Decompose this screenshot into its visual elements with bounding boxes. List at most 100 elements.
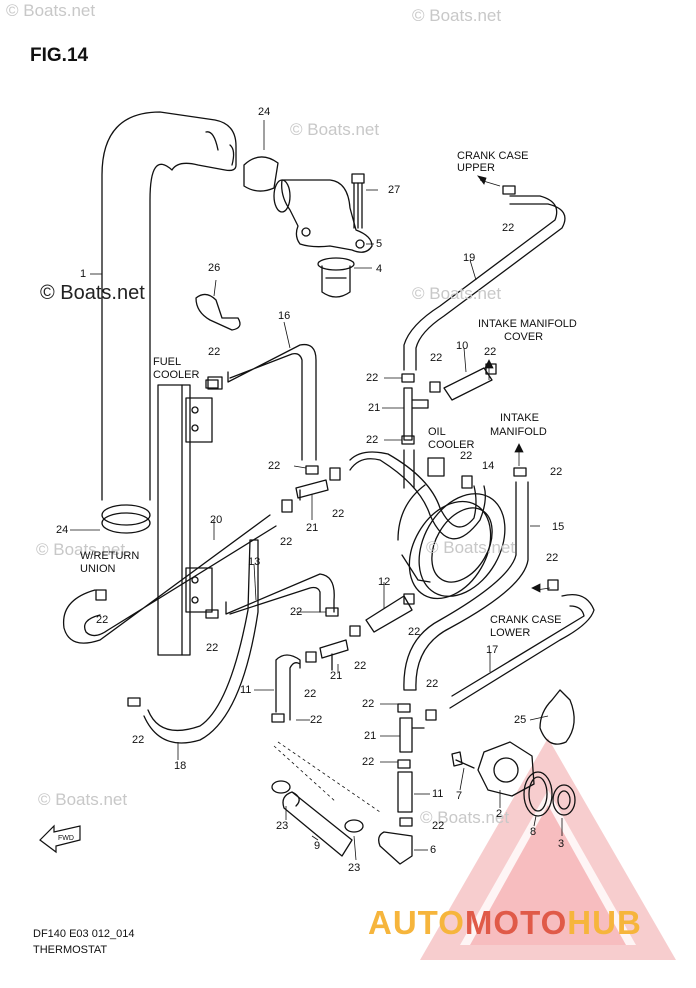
fitting-part-21-left: [295, 479, 329, 501]
hose-part-11-lower: [397, 771, 413, 813]
callout-16: 16: [278, 310, 291, 322]
thermostat-cover-part-5: [273, 179, 373, 253]
callout-7: 7: [456, 790, 463, 802]
clamp-24-upper: [243, 156, 279, 192]
hose-part-13: [225, 573, 335, 615]
hose-part-14: [349, 451, 486, 540]
callout-2: 2: [496, 808, 503, 820]
watermark-lower-right: © Boats.net: [426, 538, 516, 557]
label-w-return-union-1: W/RETURN: [80, 550, 140, 562]
callout-22-g: 22: [460, 450, 473, 462]
callout-23-right: 23: [348, 862, 361, 874]
watermark-upper-middle: © Boats.net: [290, 120, 380, 139]
hose-part-9: [282, 791, 353, 857]
watermark-bottom-left: © Boats.net: [38, 790, 128, 809]
leader-lines: [70, 120, 563, 861]
label-w-return-union-2: UNION: [80, 563, 116, 575]
callout-20: 20: [210, 514, 223, 526]
callout-22-m: 22: [96, 614, 109, 626]
callout-22-i: 22: [268, 460, 281, 472]
callout-26: 26: [208, 262, 221, 274]
callout-3: 3: [558, 838, 565, 850]
callout-22-h: 22: [550, 466, 563, 478]
oil-cooler-body: [397, 449, 506, 600]
fuel-cooler-body: [157, 376, 223, 656]
callout-23-left: 23: [276, 820, 289, 832]
hose-part-18: [143, 539, 259, 744]
callout-10: 10: [456, 340, 469, 352]
direction-arrows: [477, 175, 551, 593]
hose-part-10: [443, 367, 493, 401]
callout-8: 8: [530, 826, 537, 838]
hose-part-11: [275, 654, 301, 721]
callout-22-l: 22: [546, 552, 559, 564]
hose-part-15: [403, 481, 529, 691]
callout-22-f: 22: [366, 434, 379, 446]
callout-21-middle: 21: [330, 670, 343, 682]
callout-22-n: 22: [290, 606, 303, 618]
housing-part-2: [477, 741, 535, 797]
callout-22-b: 22: [208, 346, 221, 358]
callout-6: 6: [430, 844, 437, 856]
callout-21-lower: 21: [364, 730, 377, 742]
hose-part-17: [449, 593, 595, 709]
callout-15: 15: [552, 521, 565, 533]
callout-27: 27: [388, 184, 401, 196]
brand-triangle-logo: [420, 738, 676, 960]
callout-11-right: 11: [432, 788, 444, 800]
callout-22-a: 22: [502, 222, 515, 234]
callout-22-o: 22: [206, 642, 219, 654]
fitting-part-21-lower: [399, 717, 425, 753]
bolt-part-7: [451, 751, 475, 769]
thermostat-part-3: [552, 784, 576, 816]
callout-22-p: 22: [354, 660, 367, 672]
watermark-bottom-right: © Boats.net: [420, 808, 510, 827]
callout-21-upper: 21: [368, 402, 381, 414]
gasket-part-8: [523, 771, 553, 817]
label-crank-case-upper-2: UPPER: [457, 162, 495, 174]
label-fuel-cooler-1: FUEL: [153, 356, 182, 368]
clamps-part-22: [95, 185, 559, 827]
brand-logo: AUTOMOTOHUB: [368, 904, 642, 942]
callout-9: 9: [314, 840, 321, 852]
callout-22-c: 22: [430, 352, 443, 364]
label-crank-case-upper-1: CRANK CASE: [457, 150, 529, 162]
watermark-top-left: © Boats.net: [6, 1, 96, 20]
callout-21-left: 21: [306, 522, 319, 534]
watermark-lower-left: © Boats.net: [36, 540, 126, 559]
label-intake-manifold-cover-2: COVER: [504, 331, 544, 343]
clip-part-26: [195, 293, 241, 331]
label-crank-case-lower-2: LOWER: [490, 627, 531, 639]
clamp-24-lower: [101, 504, 151, 526]
callout-11-left: 11: [240, 684, 252, 696]
label-fuel-cooler-2: COOLER: [153, 369, 200, 381]
callout-1: 1: [80, 268, 87, 280]
callout-22-s: 22: [426, 678, 439, 690]
clip-part-25: [539, 689, 575, 745]
callout-14: 14: [482, 460, 495, 472]
callout-25: 25: [514, 714, 527, 726]
callout-22-r: 22: [304, 688, 317, 700]
callout-12: 12: [378, 576, 391, 588]
label-crank-case-lower-1: CRANK CASE: [490, 614, 562, 626]
hose-part-12: [365, 595, 413, 633]
label-oil-cooler-1: OIL: [428, 426, 446, 438]
watermark-right: © Boats.net: [412, 284, 502, 303]
hose-part-1: [101, 111, 237, 501]
watermark-left: © Boats.net: [40, 282, 145, 304]
label-intake-manifold-cover-1: INTAKE MANIFOLD: [478, 318, 577, 330]
callout-22-d: 22: [484, 346, 497, 358]
callout-24-upper: 24: [258, 106, 271, 118]
callout-22-j: 22: [332, 508, 345, 520]
label-oil-cooler-2: COOLER: [428, 439, 475, 451]
footer-code: DF140 E03 012_014: [33, 928, 135, 940]
brand-auto: AUTO: [368, 904, 465, 941]
fitting-part-21-upper: [403, 387, 429, 441]
watermark-top-right: © Boats.net: [412, 6, 502, 25]
label-intake-manifold-1: INTAKE: [500, 412, 539, 424]
callout-18: 18: [174, 760, 187, 772]
bolt-part-27: [351, 173, 365, 229]
thermostat-part-4: [317, 257, 355, 298]
